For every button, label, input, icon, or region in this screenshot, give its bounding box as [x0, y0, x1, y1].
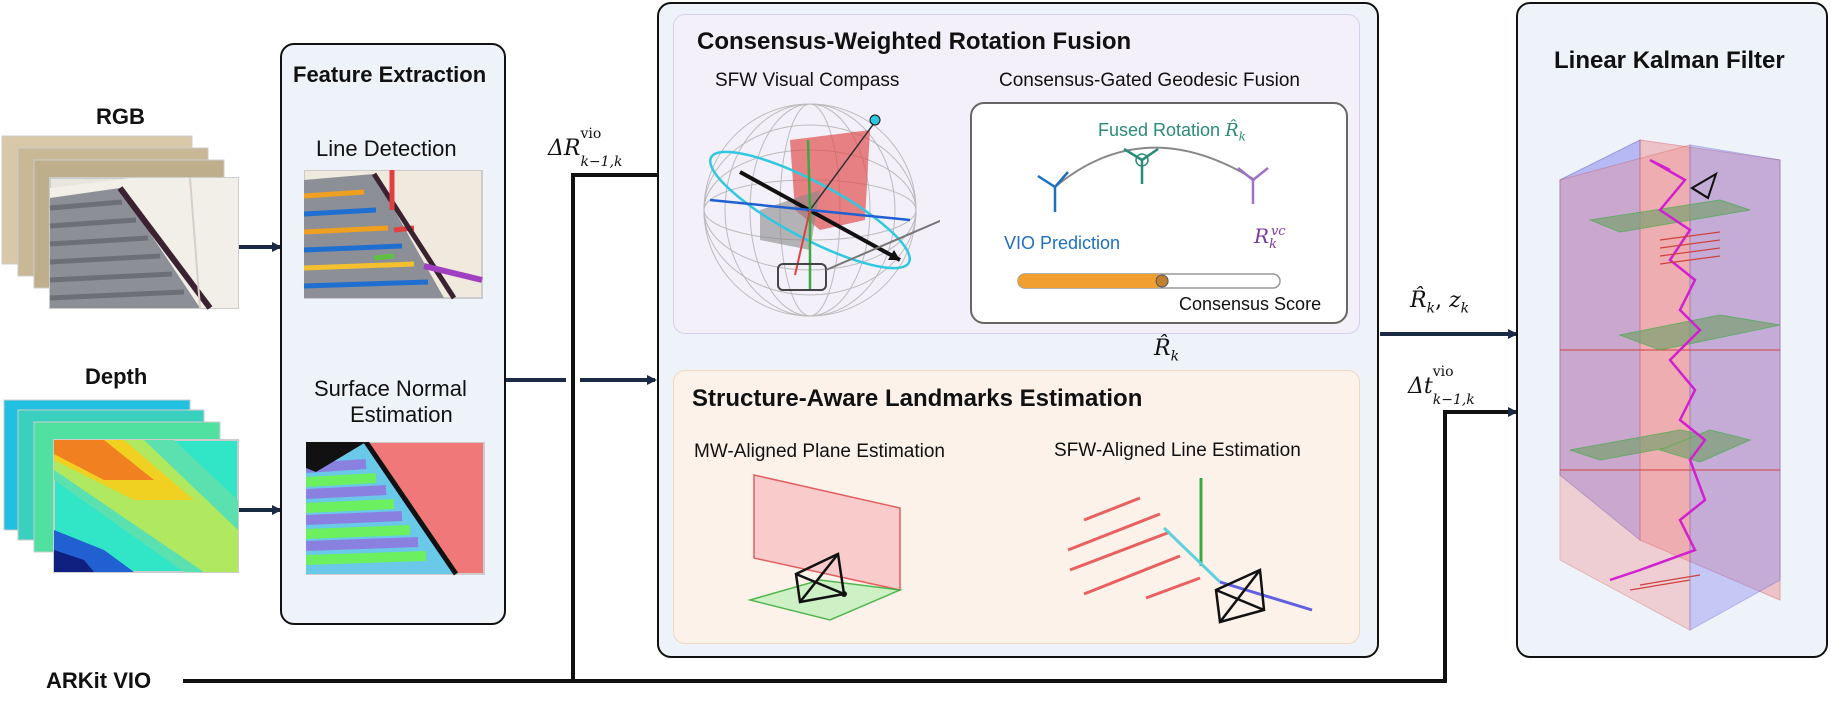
vio-prediction-label: VIO Prediction: [1004, 233, 1121, 253]
line-detection-image: [304, 170, 483, 300]
rotation-fusion-title: Consensus-Weighted Rotation Fusion: [697, 28, 1132, 55]
arkit-to-fusion-line: [571, 170, 675, 681]
consensus-score-label: Consensus Score: [1179, 294, 1322, 314]
visual-compass-label: SFW Visual Compass: [715, 70, 900, 91]
r-vc-label: Rkvc: [1254, 224, 1286, 252]
depth-image-stack: [3, 399, 239, 573]
visual-compass-sphere: [703, 103, 940, 317]
kalman-filter-title: Linear Kalman Filter: [1554, 47, 1785, 74]
geodesic-fusion-diagram: [1017, 146, 1281, 289]
line-estimation-label: SFW-Aligned Line Estimation: [1054, 440, 1301, 461]
arkit-to-kalman-line: [183, 407, 1518, 683]
surface-normal-image: [306, 442, 485, 576]
line-estimation-diagram: [1067, 478, 1313, 624]
feature-extraction-title: Feature Extraction: [293, 62, 487, 87]
depth-label: Depth: [85, 364, 148, 389]
rgb-label: RGB: [96, 104, 145, 129]
surface-normal-label-2: Estimation: [350, 402, 453, 427]
landmarks-title: Structure-Aware Landmarks Estimation: [692, 385, 1143, 412]
geodesic-fusion-label: Consensus-Gated Geodesic Fusion: [999, 70, 1300, 91]
r-hat-z-label: R̂k, zk: [1410, 288, 1470, 317]
line-detection-label: Line Detection: [316, 136, 457, 161]
surface-normal-label-1: Surface Normal: [314, 376, 467, 401]
plane-estimation-diagram: [747, 474, 903, 621]
arkit-vio-label: ARKit VIO: [46, 668, 152, 693]
r-hat-k-label: R̂k: [1154, 336, 1180, 365]
fused-rotation-label: Fused Rotation R̂k: [1098, 120, 1246, 144]
rgb-image-stack: [1, 135, 239, 310]
plane-estimation-label: MW-Aligned Plane Estimation: [694, 441, 945, 462]
kalman-3d-trajectory: [1559, 139, 1781, 631]
